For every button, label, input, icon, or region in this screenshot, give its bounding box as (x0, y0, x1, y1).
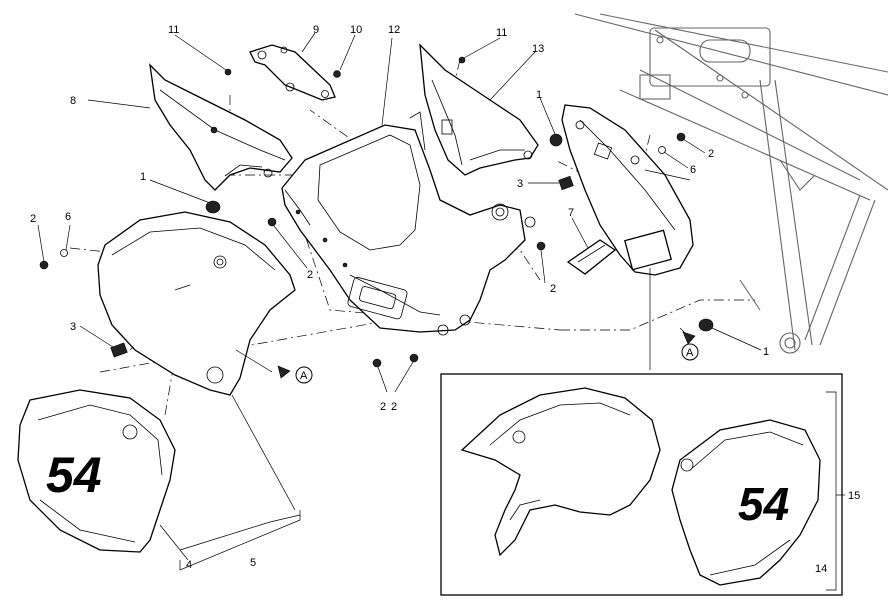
svg-text:A: A (686, 347, 694, 359)
callout-11: 11 (496, 27, 507, 39)
screw-10 (333, 70, 341, 78)
bolt-2-left (39, 260, 49, 270)
callout-1: 1 (536, 89, 542, 101)
inset-cover (460, 387, 661, 557)
grommet-1-left (205, 200, 221, 214)
callout-4: 4 (186, 559, 192, 571)
callout-7: 7 (568, 207, 574, 219)
callout-11: 11 (168, 24, 179, 36)
part-7-clip (566, 239, 617, 275)
screw-11-right (458, 56, 466, 64)
bolt-2-mid (536, 241, 546, 251)
part-4-number-plate: 54 (17, 389, 176, 553)
clip-3-left (110, 342, 128, 358)
callout-1: 1 (140, 171, 146, 183)
callout-3: 3 (70, 321, 76, 333)
callout-13: 13 (532, 43, 544, 55)
callout-3: 3 (517, 178, 523, 190)
callout-9: 9 (313, 24, 319, 36)
inset-kit-box: 54 (440, 373, 845, 596)
callout-6: 6 (690, 164, 696, 176)
screw-11-left (224, 68, 232, 76)
inset-number-plate (671, 419, 821, 586)
callout-numbers: 1 1 1 2 2 2 2 2 2 3 3 4 5 6 6 7 8 9 10 1… (30, 24, 860, 575)
washer-6-right (658, 146, 666, 154)
callout-8: 8 (70, 95, 76, 107)
bolt-2-lower-a (372, 358, 382, 368)
callout-1: 1 (763, 346, 769, 358)
callout-2: 2 (30, 213, 36, 225)
washer-6-left (60, 249, 68, 257)
callout-2: 2 (708, 148, 714, 160)
plate-number-left: 54 (46, 447, 102, 503)
callout-2: 2 (391, 401, 397, 413)
bolt-2-lower-b (409, 353, 419, 363)
part-12-central-cover (281, 111, 536, 336)
right-side-panel (561, 104, 694, 276)
callout-12: 12 (388, 24, 400, 36)
part-13-inner-panel (419, 43, 539, 176)
reference-marker-a-left: A (277, 365, 313, 384)
callout-10: 10 (350, 24, 362, 36)
callout-2: 2 (307, 269, 313, 281)
plate-number-inset: 54 (738, 478, 789, 530)
part-9-bracket (249, 44, 336, 101)
hardware (39, 56, 714, 368)
callout-15: 15 (848, 490, 860, 502)
left-side-cover (97, 211, 296, 396)
callout-2: 2 (550, 283, 556, 295)
reference-marker-a-right: A (681, 331, 699, 361)
grommet-1-top (549, 133, 563, 147)
callout-14: 14 (815, 563, 827, 575)
motorcycle-frame (574, 13, 888, 354)
clip-3-right (558, 175, 574, 191)
callout-5: 5 (250, 557, 256, 569)
grommet-1-right (698, 318, 714, 332)
callout-2: 2 (380, 401, 386, 413)
bolt-2-center (267, 217, 277, 227)
callout-6: 6 (65, 211, 71, 223)
bracket-5 (179, 510, 301, 571)
svg-text:A: A (300, 370, 308, 382)
part-8-side-panel (149, 63, 293, 191)
